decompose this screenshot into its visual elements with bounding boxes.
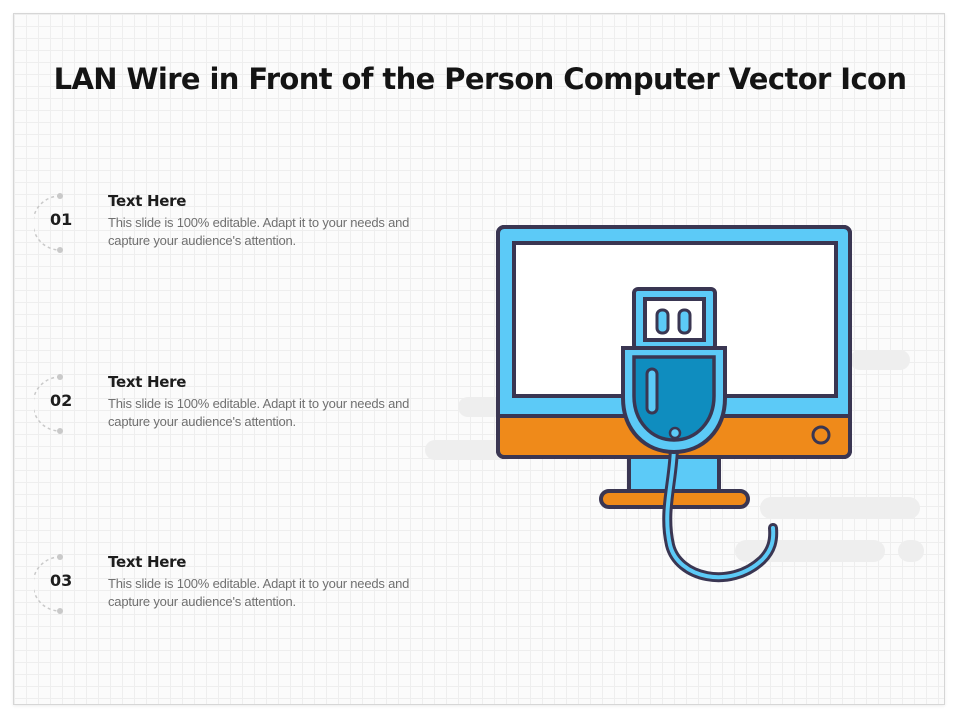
computer-usb-illustration (425, 225, 924, 583)
item-description: This slide is 100% editable. Adapt it to… (108, 215, 410, 248)
item-number: 02 (50, 391, 73, 410)
cloud-streaks-icon (425, 350, 924, 562)
progress-ring-icon (34, 374, 63, 434)
list-item: 03 Text Here This slide is 100% editable… (34, 553, 454, 623)
item-number: 01 (50, 210, 73, 229)
item-description: This slide is 100% editable. Adapt it to… (108, 576, 410, 609)
list-item: 02 Text Here This slide is 100% editable… (34, 373, 454, 443)
usb-plug-icon (621, 287, 779, 583)
progress-ring-icon (34, 554, 63, 614)
item-number: 03 (50, 571, 73, 590)
item-heading: Text Here (108, 192, 187, 210)
item-heading: Text Here (108, 553, 187, 571)
progress-ring-icon (34, 193, 63, 253)
slide-title: LAN Wire in Front of the Person Computer… (53, 62, 907, 96)
list-item: 01 Text Here This slide is 100% editable… (34, 192, 454, 262)
item-heading: Text Here (108, 373, 187, 391)
item-description: This slide is 100% editable. Adapt it to… (108, 396, 410, 429)
